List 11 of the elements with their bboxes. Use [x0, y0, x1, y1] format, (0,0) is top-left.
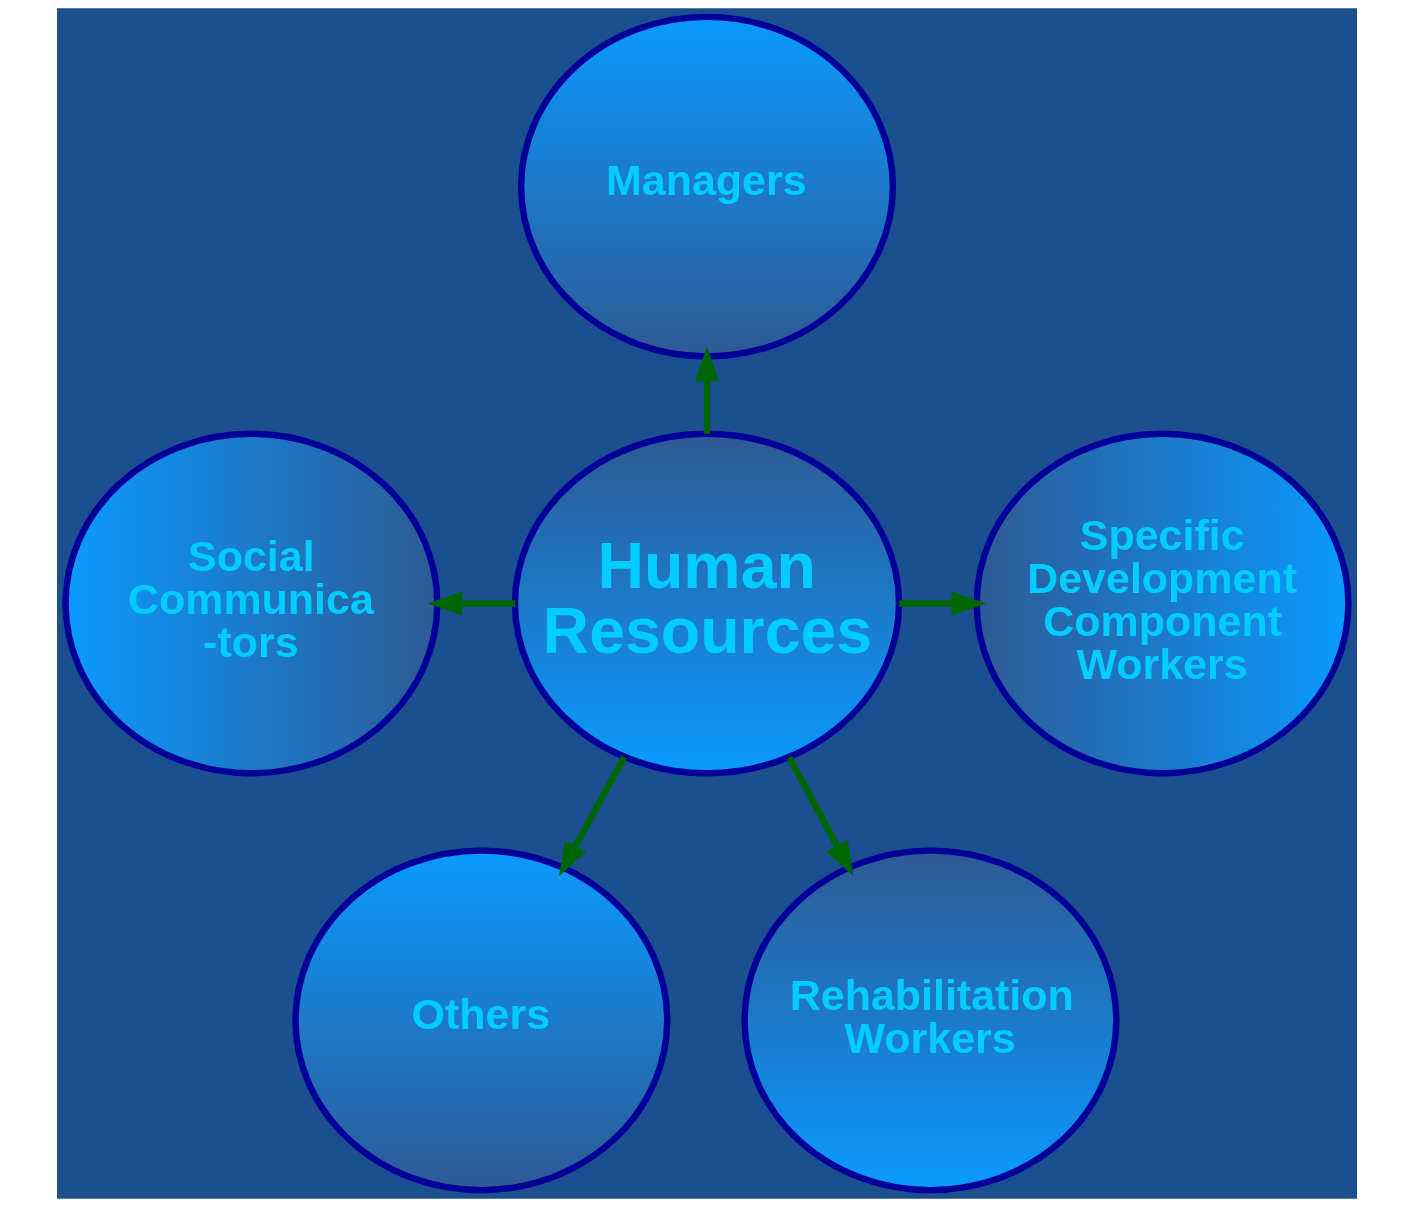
arrow	[785, 756, 853, 876]
arrow	[898, 591, 986, 616]
arrow	[558, 755, 627, 877]
node-circle: Others	[291, 847, 670, 1194]
node-circle: Managers	[517, 13, 896, 360]
arrow	[694, 346, 719, 434]
node-circle: Specific Development Component Workers	[972, 430, 1352, 777]
node-circle: Social Communica -tors	[61, 430, 441, 777]
arrow	[427, 591, 515, 616]
node-ellipse: Human Resources	[511, 430, 902, 777]
node-circle: Rehabilitation Workers	[740, 847, 1120, 1194]
